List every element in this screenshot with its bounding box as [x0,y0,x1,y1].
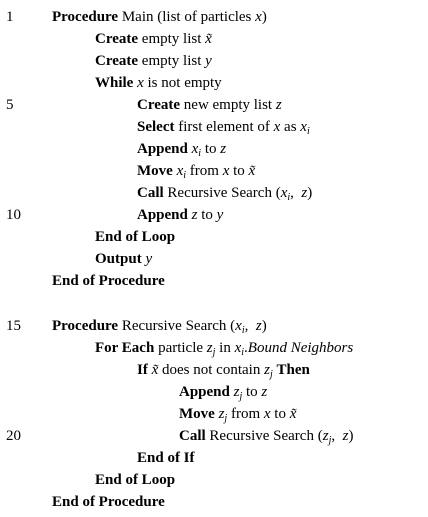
algo-line-11: End of Loop [0,226,428,248]
algo-line-23: End of Procedure [0,491,428,513]
keyword-move: Move [137,163,173,179]
keyword-append: Append [179,384,230,400]
algo-line-9: Call Recursive Search (xi, z) [137,185,313,203]
keyword-while: While [95,75,134,91]
keyword-append: Append [137,141,188,157]
algo-line-18: Append zj to z [179,384,268,402]
algo-line-20: 20 Call Recursive Search (zj, z) [6,428,354,446]
keyword-create: Create [95,31,139,47]
keyword-create: Create [95,53,139,69]
line-number: 1 [6,9,14,25]
algo-line-22: End of Loop [0,469,428,491]
algo-line-12: Output y [95,251,153,267]
algo-line-6: Select first element of x as xi [137,119,310,137]
algo-line-19: Move zj from x to x̃ [179,406,297,424]
keyword-output: Output [95,251,142,267]
keyword-select: Select [137,119,175,135]
algo-line-21: End of If [0,447,428,469]
keyword-end-of-procedure: End of Procedure [52,494,165,510]
keyword-call: Call [179,428,206,444]
keyword-append: Append [137,207,188,223]
algo-line-1: 1 Procedure Main (list of particles x) [0,6,428,28]
algo-line-17: If x̃ does not contain zj Then [137,362,310,380]
keyword-end-of-loop: End of Loop [95,229,176,245]
algo-line-5: 5 Create new empty list z [6,97,282,113]
algo-line-16: For Each particle zj in xi.Bound Neighbo… [95,340,354,358]
keyword-then: Then [276,362,310,378]
algo-line-15: 15 Procedure Recursive Search (xi, z) [6,318,267,336]
keyword-end-of-if: End of If [137,450,195,466]
keyword-if: If [137,362,148,378]
algo-line-7: Append xi to z [137,141,227,159]
keyword-end-of-loop: End of Loop [95,472,176,488]
keyword-create: Create [137,97,181,113]
keyword-procedure: Procedure [52,318,119,334]
algo-line-2: Create empty list x̃ [95,31,212,47]
keyword-end-of-procedure: End of Procedure [52,273,165,289]
algo-line-4: While x is not empty [95,75,222,91]
keyword-call: Call [137,185,164,201]
keyword-procedure: Procedure [52,9,119,25]
algo-line-10: 10 Append z to y [6,207,224,223]
keyword-move: Move [179,406,215,422]
algo-line-8: Move xi from x to x̃ [137,163,256,181]
keyword-for-each: For Each [95,340,155,356]
algo-line-13: End of Procedure [0,270,428,292]
algo-line-3: Create empty list y [95,53,212,69]
